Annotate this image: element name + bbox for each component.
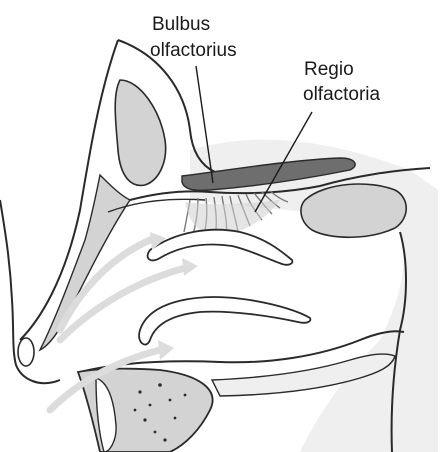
- regio-label: Regio olfactoria: [303, 59, 381, 105]
- regio-label-line2: olfactoria: [303, 84, 381, 105]
- bulbus-label-line2: olfactorius: [150, 40, 237, 61]
- regio-label-line1: Regio: [304, 59, 354, 80]
- frontal-sinus: [115, 80, 165, 185]
- middle-turbinate: [148, 230, 293, 265]
- bulbus-label: Bulbus olfactorius: [150, 14, 237, 61]
- bulbus-label-line1: Bulbus: [152, 14, 210, 35]
- nostril: [18, 338, 34, 366]
- sphenoid-sinus: [301, 184, 406, 237]
- inferior-turbinate: [139, 297, 310, 344]
